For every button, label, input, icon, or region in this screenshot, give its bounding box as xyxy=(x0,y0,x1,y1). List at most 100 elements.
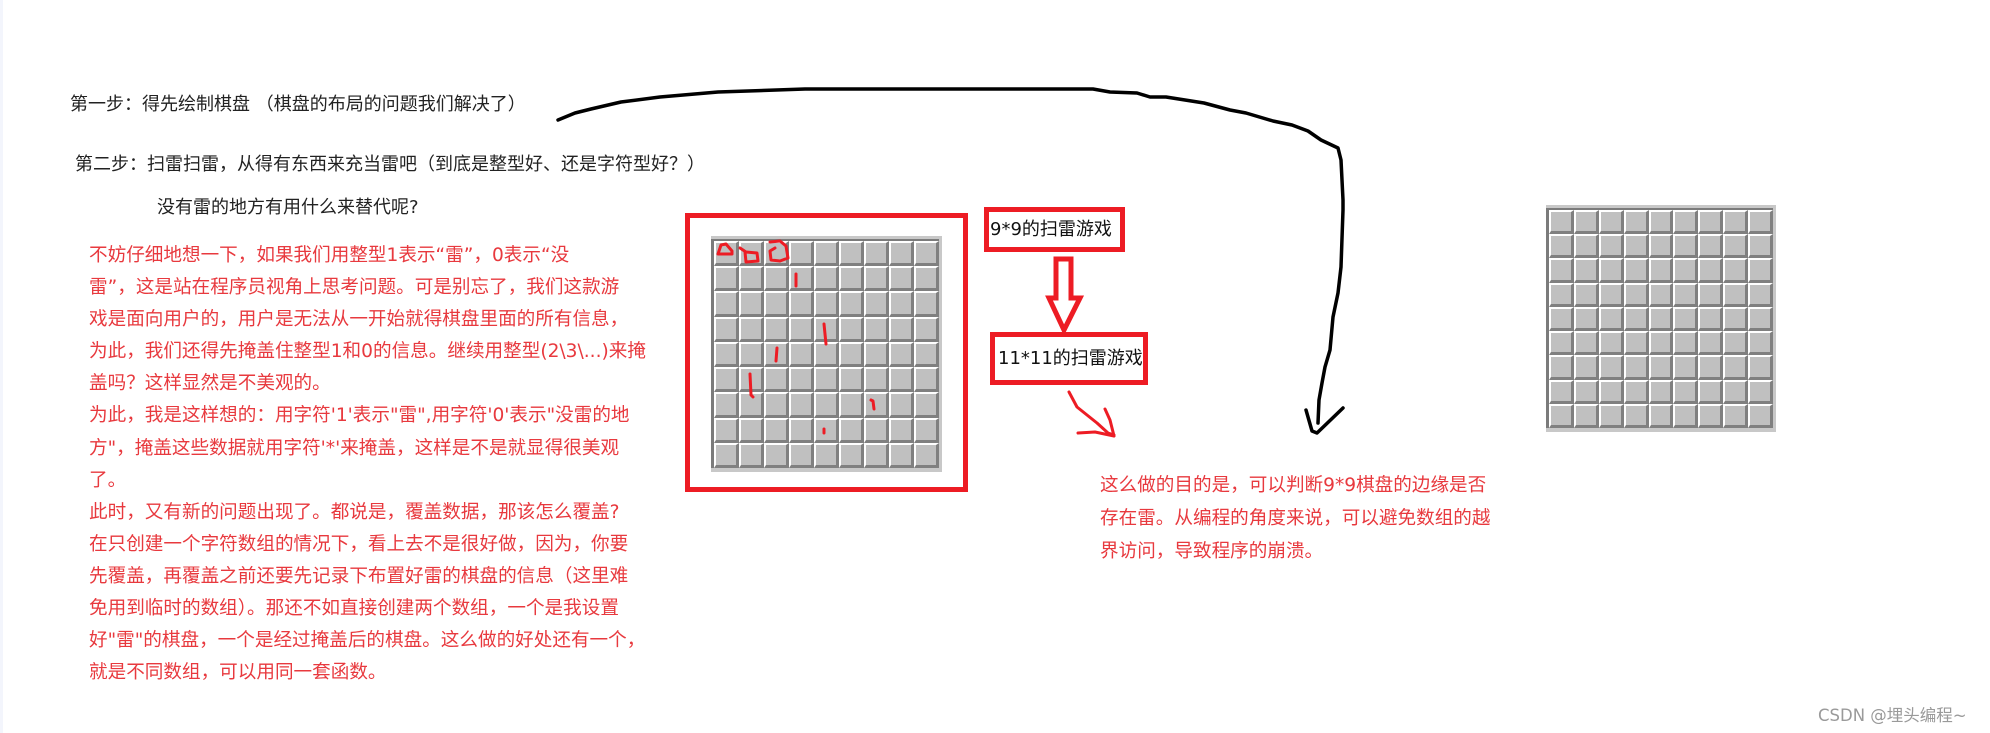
board-cell xyxy=(914,266,939,292)
board-cell xyxy=(1623,306,1649,332)
note-line: 存在雷。从编程的角度来说，可以避免数组的越 xyxy=(1100,508,1491,529)
label-11x11-box: 11*11的扫雷游戏 xyxy=(990,332,1148,385)
board-cell xyxy=(914,241,939,267)
label-9x9-text: 9*9的扫雷游戏 xyxy=(990,219,1112,240)
board-cell xyxy=(864,341,889,368)
board-cell xyxy=(1549,403,1574,428)
board-cell xyxy=(789,241,814,267)
note-line: 界访问，导致程序的崩溃。 xyxy=(1100,541,1324,562)
board-cell xyxy=(714,291,739,317)
board-cell xyxy=(1598,379,1624,404)
board-cell xyxy=(1648,306,1674,332)
board-cell xyxy=(739,392,764,418)
board-cell xyxy=(714,442,739,468)
board-cell xyxy=(714,341,739,368)
board-cell xyxy=(1723,403,1749,428)
board-cell xyxy=(1598,331,1624,356)
hollow-down-arrow-icon xyxy=(1045,256,1085,336)
board-cell xyxy=(1598,282,1624,307)
board-cell xyxy=(1573,258,1599,283)
board-cell xyxy=(1748,403,1773,428)
board-cell xyxy=(789,316,814,342)
board-cell xyxy=(1748,234,1773,259)
board-cell xyxy=(1748,258,1773,283)
board-cell xyxy=(1648,331,1674,356)
board-cell xyxy=(814,316,839,342)
board-cell xyxy=(1698,306,1724,332)
board-cell xyxy=(1723,258,1749,283)
question-text: 没有雷的地方有用什么来替代呢? xyxy=(157,197,419,218)
board-cell xyxy=(889,341,914,368)
note-line: 方"，掩盖这些数据就用字符'*'来掩盖，这样是不是就显得很美观 xyxy=(89,437,620,459)
board-cell xyxy=(1573,379,1599,404)
board-cell xyxy=(739,442,764,468)
board-cell xyxy=(1598,355,1624,380)
board-cell xyxy=(1648,379,1674,404)
board-cell xyxy=(1698,379,1724,404)
board-cell xyxy=(914,316,939,342)
note-line: 此时，又有新的问题出现了。都说是，覆盖数据，那该怎么覆盖? xyxy=(89,501,620,523)
board-cell xyxy=(1698,331,1724,356)
board-cell xyxy=(1748,210,1773,235)
board-cell xyxy=(814,417,839,443)
board-cell xyxy=(1549,379,1574,404)
board-cell xyxy=(889,241,914,267)
board-cell xyxy=(1549,210,1574,235)
board-cell xyxy=(889,392,914,418)
note-line: 先覆盖，再覆盖之前还要先记录下布置好雷的棋盘的信息（这里难 xyxy=(89,565,629,587)
board-cell xyxy=(764,442,789,468)
board-cell xyxy=(1673,331,1699,356)
note-line: 在只创建一个字符数组的情况下，看上去不是很好做，因为，你要 xyxy=(89,533,629,555)
board-cell xyxy=(1623,210,1649,235)
board-cell xyxy=(764,266,789,292)
board-cell xyxy=(1648,403,1674,428)
board-cell xyxy=(1723,234,1749,259)
board-cell xyxy=(1573,210,1599,235)
board-cell xyxy=(889,316,914,342)
step1-heading: 第一步：得先绘制棋盘 （棋盘的布局的问题我们解决了） xyxy=(70,94,526,115)
board-cell xyxy=(1598,403,1624,428)
board-cell xyxy=(889,291,914,317)
board-cell xyxy=(1549,282,1574,307)
left-edge-strip xyxy=(0,0,3,733)
board-cell xyxy=(914,392,939,418)
board-cell xyxy=(839,341,864,368)
board-cell xyxy=(864,442,889,468)
board-cell xyxy=(1623,282,1649,307)
board-cell xyxy=(1723,379,1749,404)
board-cell xyxy=(739,341,764,368)
board-cell xyxy=(1648,258,1674,283)
board-cell xyxy=(1549,234,1574,259)
board-cell xyxy=(814,266,839,292)
board-cell xyxy=(839,241,864,267)
board-cell xyxy=(839,316,864,342)
board-cell xyxy=(839,266,864,292)
note-line: 为此，我们还得先掩盖住整型1和0的信息。继续用整型(2\3\...)来掩 xyxy=(89,341,646,363)
note-line: 了。 xyxy=(89,469,127,491)
minesweeper-board-plain xyxy=(1546,205,1776,432)
board-cell xyxy=(814,367,839,393)
board-cell xyxy=(1549,355,1574,380)
board-cell xyxy=(714,392,739,418)
board-cell xyxy=(764,316,789,342)
board-cell xyxy=(1598,210,1624,235)
board-cell xyxy=(839,417,864,443)
board-cell xyxy=(1648,210,1674,235)
board-cell xyxy=(789,442,814,468)
minesweeper-board-annotated xyxy=(711,236,942,472)
board-cell xyxy=(814,241,839,267)
board-cell xyxy=(1598,234,1624,259)
board-cell xyxy=(1573,403,1599,428)
board-grid xyxy=(711,239,939,468)
board-cell xyxy=(864,392,889,418)
board-cell xyxy=(1549,258,1574,283)
board-cell xyxy=(714,316,739,342)
board-cell xyxy=(1623,403,1649,428)
board-cell xyxy=(1698,210,1724,235)
step2-heading: 第二步：扫雷扫雷，从得有东西来充当雷吧（到底是整型好、还是字符型好？） xyxy=(75,154,705,175)
board-cell xyxy=(839,442,864,468)
board-cell xyxy=(764,241,789,267)
board-cell xyxy=(1673,282,1699,307)
left-explanation: 不妨仔细地想一下，如果我们用整型1表示“雷”，0表示“没 雷”，这是站在程序员视… xyxy=(89,240,646,689)
board-cell xyxy=(714,367,739,393)
